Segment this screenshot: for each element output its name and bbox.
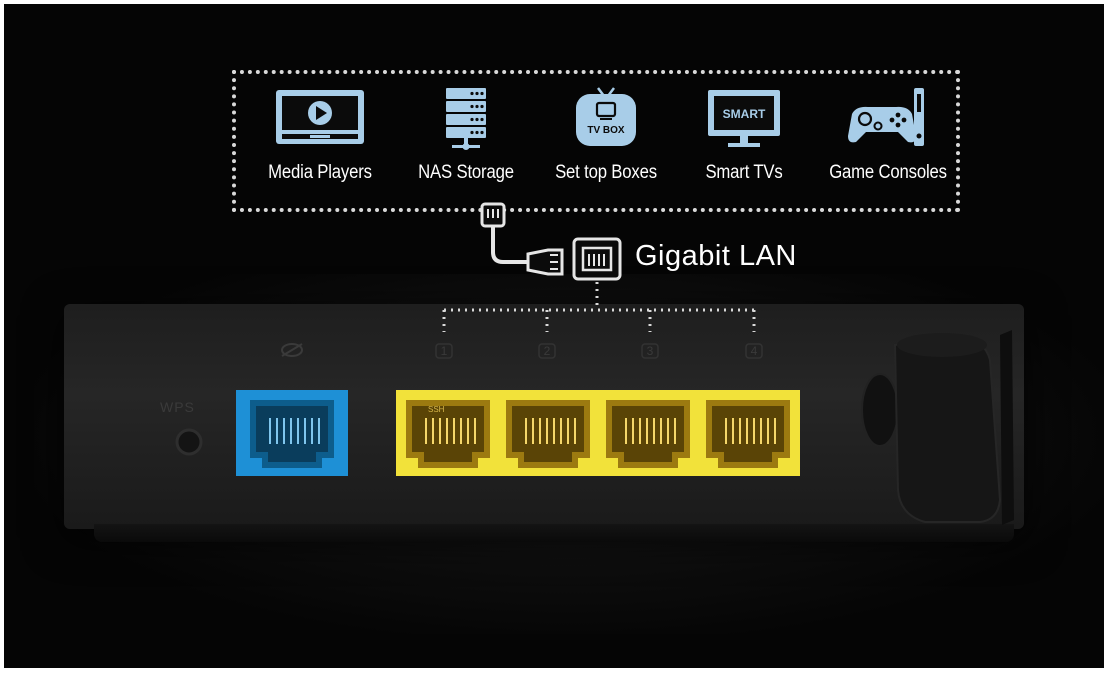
lan-port-2[interactable] <box>506 400 590 468</box>
device-nas-storage: NAS Storage <box>396 86 536 184</box>
wan-globe-icon <box>281 343 303 357</box>
gigabit-lan-label: Gigabit LAN <box>635 240 797 272</box>
nas-storage-icon <box>446 88 486 150</box>
device-game-consoles: Game Consoles <box>818 86 958 184</box>
device-label: Media Players <box>268 162 372 183</box>
wps-button[interactable] <box>175 428 203 456</box>
lan-port-number: 2 <box>544 344 551 358</box>
game-console-icon <box>848 88 924 146</box>
smart-tv-icon-text: SMART <box>723 107 766 121</box>
lan-distribution-lines <box>442 282 756 332</box>
lan-port-number: 1 <box>441 344 448 358</box>
smart-tv-icon: SMART <box>708 90 780 147</box>
lan-port-3[interactable] <box>606 400 690 468</box>
device-label: Game Consoles <box>829 162 947 183</box>
lan-port-tag: SSH <box>428 405 445 414</box>
antenna-hinge <box>861 330 1014 525</box>
lan-port-1[interactable]: SSH <box>406 400 490 468</box>
device-smart-tvs: SMART Smart TVs <box>674 86 814 184</box>
ethernet-port-icon <box>572 237 622 281</box>
ethernet-side-plug-icon <box>526 248 564 276</box>
wan-port[interactable] <box>236 390 348 476</box>
device-label: Smart TVs <box>705 162 783 183</box>
set-top-box-icon-text: TV BOX <box>587 125 625 136</box>
wps-label: WPS <box>160 399 195 415</box>
media-player-icon <box>276 90 364 144</box>
device-media-players: Media Players <box>250 86 390 184</box>
router-base <box>94 524 1014 542</box>
device-label: Set top Boxes <box>555 162 657 183</box>
set-top-box-icon: TV BOX <box>576 87 636 146</box>
ethernet-plug-icon <box>480 202 506 228</box>
ethernet-cable <box>491 226 528 264</box>
connected-devices-frame <box>232 70 960 212</box>
lan-port-number: 3 <box>647 344 654 358</box>
device-set-top-boxes: TV BOX Set top Boxes <box>536 86 676 184</box>
device-label: NAS Storage <box>418 162 514 183</box>
lan-port-number: 4 <box>751 344 758 358</box>
lan-port-4[interactable] <box>706 400 790 468</box>
